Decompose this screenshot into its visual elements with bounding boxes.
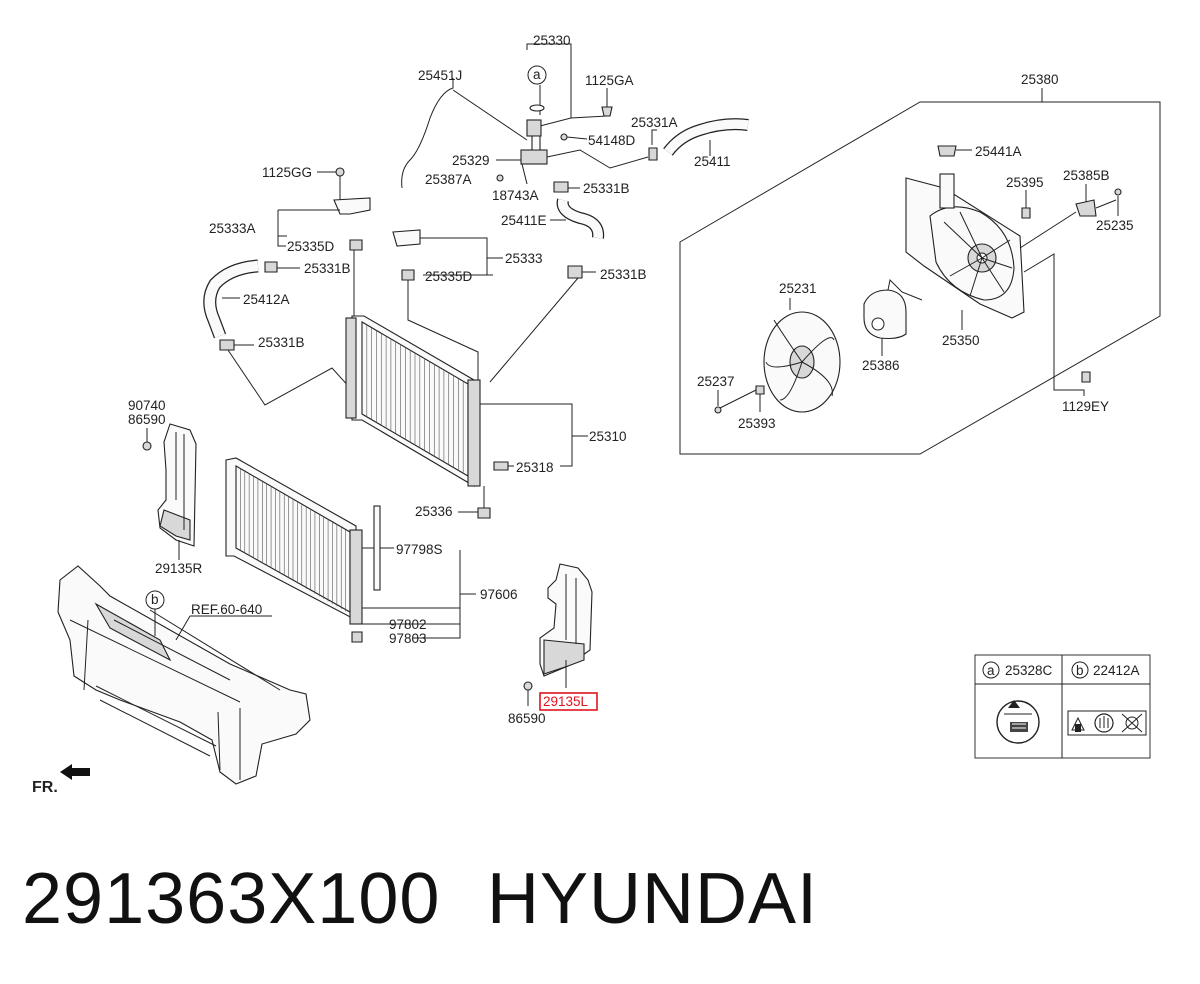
label-25237: 25237 (697, 374, 735, 389)
label-25329: 25329 (452, 153, 490, 168)
label-97798S: 97798S (396, 542, 443, 557)
air-guard-29135L (523, 563, 593, 706)
label-25335D-mid: 25335D (425, 269, 473, 284)
hose-lower-25412A (203, 259, 353, 406)
callout-labels: 25330 25451J 1125GA 54148D 25331A 25329 … (128, 33, 1134, 726)
label-25441A: 25441A (975, 144, 1022, 159)
circle-b-letter: b (151, 592, 159, 607)
label-86590-right: 86590 (508, 711, 546, 726)
label-25331B-2: 25331B (304, 261, 351, 276)
label-25336: 25336 (415, 504, 453, 519)
label-29135R: 29135R (155, 561, 203, 576)
label-1129EY: 1129EY (1062, 399, 1109, 414)
label-1125GG: 1125GG (262, 165, 312, 180)
label-25331B-top: 25331B (583, 181, 630, 196)
label-29135L-highlighted: 29135L (543, 694, 589, 709)
bracket-left-25333A (277, 167, 503, 384)
label-25350: 25350 (942, 333, 980, 348)
part-number-title: 291363X100 (22, 859, 441, 939)
label-25330: 25330 (533, 33, 571, 48)
label-97606: 97606 (480, 587, 518, 602)
label-25331B-3: 25331B (600, 267, 647, 282)
fan-assembly-25380 (679, 88, 1161, 455)
circle-a-letter: a (533, 67, 541, 82)
label-25411E: 25411E (501, 213, 547, 228)
condenser-97606 (225, 457, 476, 643)
label-1125GA: 1125GA (585, 73, 634, 88)
legend-b-part: 22412A (1093, 663, 1140, 678)
air-guard-29135R (142, 423, 197, 560)
label-25331A: 25331A (631, 115, 678, 130)
label-25231: 25231 (779, 281, 817, 296)
label-54148D: 54148D (588, 133, 636, 148)
label-25412A: 25412A (243, 292, 290, 307)
label-25385B: 25385B (1063, 168, 1110, 183)
legend-table: a 25328C b 22412A (974, 654, 1151, 759)
highlight-box-29135L (539, 692, 598, 711)
label-25235: 25235 (1096, 218, 1134, 233)
label-97803: 97803 (389, 631, 427, 646)
label-25335D-left: 25335D (287, 239, 335, 254)
label-90740: 90740 (128, 398, 166, 413)
legend-a-part: 25328C (1005, 663, 1053, 678)
label-97802: 97802 (389, 617, 427, 632)
label-25333A: 25333A (209, 221, 256, 236)
front-label: FR. (32, 779, 58, 796)
label-25310: 25310 (589, 429, 627, 444)
legend-b-letter: b (1076, 663, 1084, 678)
label-25386: 25386 (862, 358, 900, 373)
brand-title: HYUNDAI (487, 859, 819, 939)
label-25393: 25393 (738, 416, 776, 431)
label-25333: 25333 (505, 251, 543, 266)
callout-circle-a (527, 65, 547, 85)
front-end-carrier: b (57, 565, 311, 785)
label-25451J: 25451J (418, 68, 462, 83)
label-25411: 25411 (694, 154, 731, 169)
legend-a-letter: a (987, 663, 995, 678)
label-18743A: 18743A (492, 188, 539, 203)
label-25318: 25318 (516, 460, 554, 475)
label-25331B-4: 25331B (258, 335, 305, 350)
reservoir-assembly: a (401, 43, 749, 383)
label-25387A: 25387A (425, 172, 472, 187)
label-25380: 25380 (1021, 72, 1059, 87)
radiator-25310 (345, 315, 588, 519)
label-ref-60-640: REF.60-640 (191, 602, 262, 617)
front-direction-indicator: FR. (32, 764, 90, 796)
label-86590-left: 86590 (128, 412, 166, 427)
label-25395: 25395 (1006, 175, 1044, 190)
